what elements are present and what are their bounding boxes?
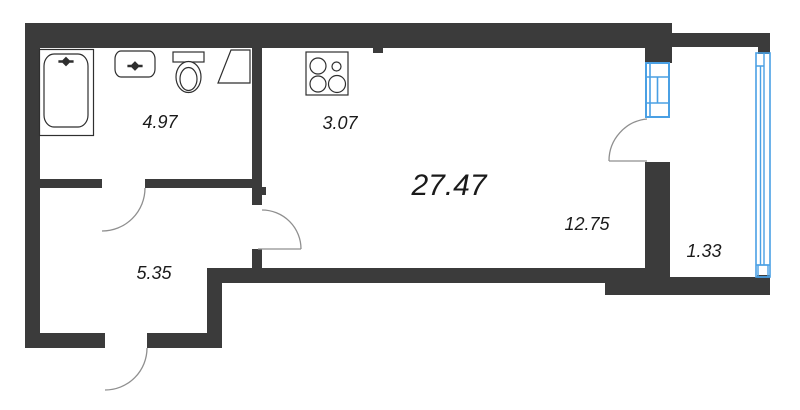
wall-hall-bottom-right <box>147 333 222 348</box>
wall-nub-topright <box>758 47 770 54</box>
kitchen-vent-tick <box>373 48 383 53</box>
stove-burner-4 <box>331 61 342 72</box>
entrance-door-arc <box>104 347 148 391</box>
loggia-window-mullions <box>756 53 770 266</box>
wall-loggia-top <box>672 33 770 47</box>
loggia-window-sill-box <box>757 264 769 278</box>
stove-burner-3 <box>327 74 347 94</box>
water-heater-icon <box>217 49 251 84</box>
stove-burner-2 <box>309 75 327 93</box>
toilet-bowl-inner-icon <box>179 66 198 92</box>
bathtub-icon <box>43 53 89 128</box>
wall-loggia-bottom <box>670 277 770 295</box>
wall-hall-bottom-left <box>25 333 105 348</box>
windows <box>645 52 771 278</box>
loggia-area-label: 1.33 <box>686 241 721 261</box>
balcony-door-arc <box>608 118 648 162</box>
doors <box>101 118 648 391</box>
balcony-door-mullions <box>647 64 668 116</box>
bathroom-area-label: 4.97 <box>142 112 178 132</box>
room-labels: 4.97 3.07 27.47 12.75 5.35 1.33 <box>136 112 721 283</box>
hallway-area-label: 5.35 <box>136 263 172 283</box>
wall-block-bottomright <box>757 275 770 295</box>
wall-mainroom-bottom <box>207 268 670 283</box>
wall-bathroom-divider-left <box>40 179 102 188</box>
walls <box>25 23 770 348</box>
wall-left <box>25 23 40 348</box>
fixtures <box>38 48 349 137</box>
room-door-arc <box>261 209 302 250</box>
stove-burner-1 <box>309 57 327 75</box>
loggia-window-frame <box>755 52 771 278</box>
sink-faucet-icon <box>127 61 143 71</box>
kitchen-area-label: 3.07 <box>322 113 358 133</box>
wall-bathroom-divider-right <box>145 179 252 188</box>
total-area-label: 27.47 <box>410 169 487 202</box>
toilet-tank-icon <box>172 51 205 63</box>
wall-vertical-connector <box>207 268 222 348</box>
living-area-label: 12.75 <box>564 214 610 234</box>
wall-jamb-below-room-door <box>252 249 262 268</box>
bathroom-door-arc <box>101 187 146 232</box>
wall-topright-block <box>645 23 672 63</box>
wall-vertical-mid <box>252 48 262 205</box>
door-stop-tick <box>262 187 266 195</box>
bathtub-faucet-icon <box>58 56 74 67</box>
wall-loggia-left <box>645 162 670 295</box>
wall-top <box>25 23 672 48</box>
